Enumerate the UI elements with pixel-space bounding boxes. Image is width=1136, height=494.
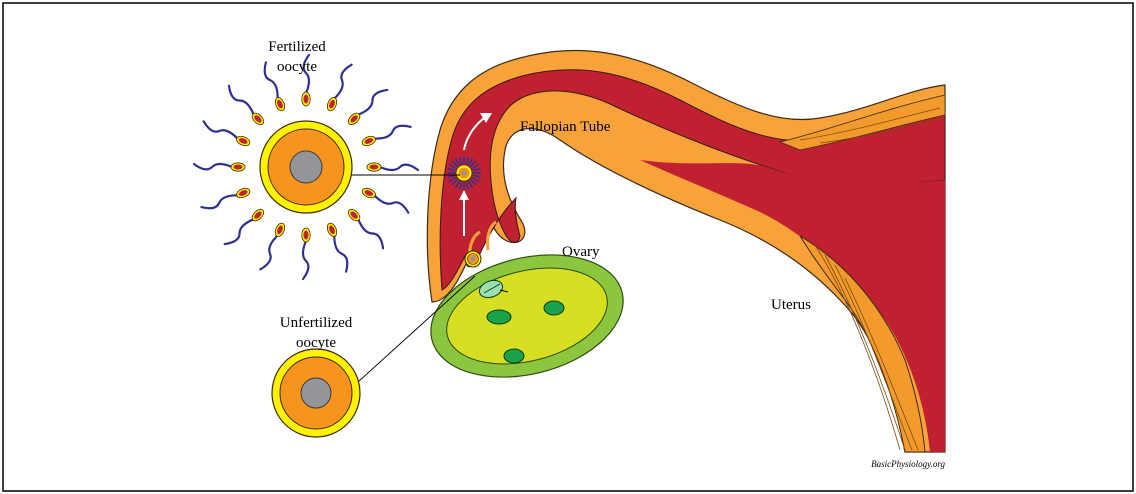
follicle xyxy=(487,310,511,324)
label-unfertilized-line2: oocyte xyxy=(296,335,336,351)
follicle xyxy=(504,349,524,363)
oocyte-nucleus xyxy=(301,378,331,408)
label-uterus: Uterus xyxy=(771,297,811,313)
oocyte-nucleus xyxy=(290,151,322,183)
sperm-nucleus xyxy=(370,165,379,170)
oocyte-nucleus xyxy=(462,171,467,176)
watermark: BasicPhysiology.org xyxy=(871,459,945,469)
sperm-nucleus xyxy=(304,95,309,104)
unfertilized-oocyte-illustration xyxy=(272,349,360,437)
label-ovary: Ovary xyxy=(562,244,600,260)
follicle xyxy=(544,301,564,315)
sperm-nucleus xyxy=(234,165,243,170)
fertilized-oocyte-in-tube xyxy=(447,156,481,190)
label-fertilized-line2: oocyte xyxy=(277,59,317,75)
sperm-nucleus xyxy=(304,231,309,240)
ovulated-oocyte xyxy=(465,251,481,267)
label-unfertilized-line1: Unfertilized xyxy=(280,315,353,331)
label-fertilized-line1: Fertilized xyxy=(268,39,326,55)
label-fallopian-tube: Fallopian Tube xyxy=(520,119,611,135)
